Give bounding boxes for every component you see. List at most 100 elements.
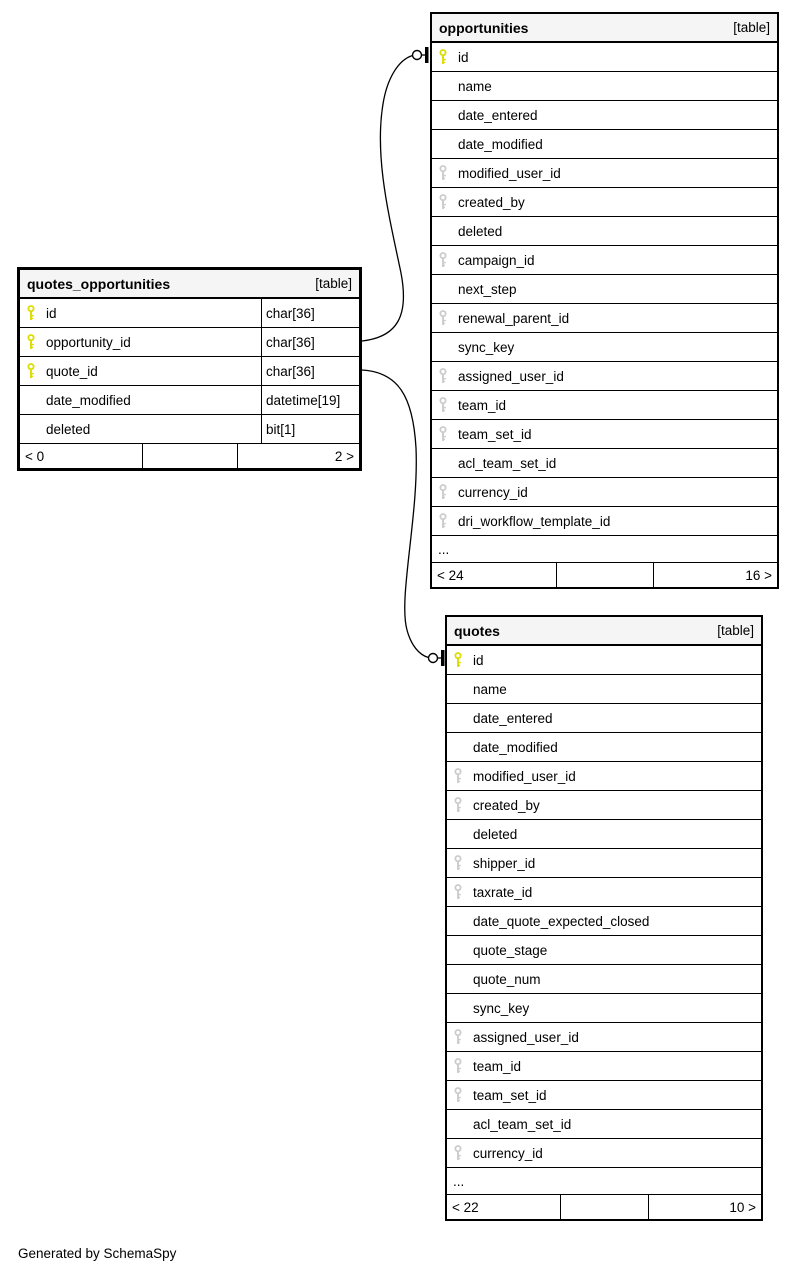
column-name: next_step xyxy=(458,281,517,297)
column-name: modified_user_id xyxy=(473,768,576,784)
column-type: char[36] xyxy=(261,328,359,356)
column-name: date_modified xyxy=(46,392,131,408)
column-row-renewal_parent_id: renewal_parent_id xyxy=(432,304,777,333)
foreign-key-icon xyxy=(438,368,458,384)
primary-key-icon xyxy=(438,49,458,65)
column-name: date_modified xyxy=(473,739,558,755)
column-name: quote_stage xyxy=(473,942,548,958)
foreign-key-icon xyxy=(438,484,458,500)
column-name: assigned_user_id xyxy=(473,1029,579,1045)
column-name: date_entered xyxy=(473,710,553,726)
table-quotes[interactable]: quotes [table] id name date_entered date_mo… xyxy=(445,615,763,1221)
column-name: taxrate_id xyxy=(473,884,533,900)
column-name: acl_team_set_id xyxy=(473,1116,572,1132)
column-row-date_quote_expected_closed: date_quote_expected_closed xyxy=(447,907,761,936)
column-name: sync_key xyxy=(473,1000,530,1016)
column-name: id xyxy=(473,652,484,668)
column-row-name: name xyxy=(432,72,777,101)
column-row-date_entered: date_entered xyxy=(432,101,777,130)
zero-or-one-marker xyxy=(427,652,439,664)
column-name: name xyxy=(473,681,507,697)
column-row-modified_user_id: modified_user_id xyxy=(447,762,761,791)
foreign-key-icon xyxy=(453,797,473,813)
column-name: team_id xyxy=(458,397,507,413)
zero-or-one-marker xyxy=(411,49,423,61)
table-title[interactable]: quotes_opportunities xyxy=(27,275,171,292)
column-row-quote_num: quote_num xyxy=(447,965,761,994)
column-row-shipper_id: shipper_id xyxy=(447,849,761,878)
column-row-date_modified: date_modified xyxy=(432,130,777,159)
foreign-key-icon xyxy=(453,1087,473,1103)
primary-key-icon xyxy=(26,363,46,379)
column-name: date_quote_expected_closed xyxy=(473,913,650,929)
column-row-id: id xyxy=(447,646,761,675)
column-name: currency_id xyxy=(458,484,528,500)
footer-right: 16 > xyxy=(652,563,777,587)
column-row-sync_key: sync_key xyxy=(447,994,761,1023)
relationship-quote-id xyxy=(361,369,429,659)
column-row-date_entered: date_entered xyxy=(447,704,761,733)
column-row-acl_team_set_id: acl_team_set_id xyxy=(447,1110,761,1139)
column-name: renewal_parent_id xyxy=(458,310,570,326)
column-row-taxrate_id: taxrate_id xyxy=(447,878,761,907)
column-row-team_id: team_id xyxy=(447,1052,761,1081)
foreign-key-icon xyxy=(453,1145,473,1161)
column-name: team_set_id xyxy=(458,426,532,442)
one-marker-bar xyxy=(441,650,445,666)
column-row-team_set_id: team_set_id xyxy=(447,1081,761,1110)
footer-right: 2 > xyxy=(236,444,359,468)
column-row-created_by: created_by xyxy=(447,791,761,820)
foreign-key-icon xyxy=(438,397,458,413)
foreign-key-icon xyxy=(438,252,458,268)
footer-middle xyxy=(142,444,237,468)
foreign-key-icon xyxy=(438,310,458,326)
column-name: team_set_id xyxy=(473,1087,547,1103)
column-name: deleted xyxy=(458,223,503,239)
column-type: char[36] xyxy=(261,357,359,385)
table-header[interactable]: opportunities [table] xyxy=(432,14,777,43)
column-row-acl_team_set_id: acl_team_set_id xyxy=(432,449,777,478)
table-header[interactable]: quotes_opportunities [table] xyxy=(20,270,359,299)
table-footer: < 24 16 > xyxy=(432,563,777,587)
foreign-key-icon xyxy=(438,513,458,529)
table-title[interactable]: quotes xyxy=(454,622,500,639)
column-name: quote_id xyxy=(46,363,98,379)
column-name: date_entered xyxy=(458,107,538,123)
column-row-date_modified: date_modified xyxy=(447,733,761,762)
footer-left: < 0 xyxy=(25,448,45,464)
table-title[interactable]: opportunities xyxy=(439,19,529,36)
column-name: sync_key xyxy=(458,339,515,355)
column-row-name: name xyxy=(447,675,761,704)
column-name: name xyxy=(458,78,492,94)
column-type: datetime[19] xyxy=(261,386,359,414)
table-footer: < 22 10 > xyxy=(447,1195,761,1219)
one-marker-bar xyxy=(425,47,429,63)
column-name: date_modified xyxy=(458,136,543,152)
column-row-currency_id: currency_id xyxy=(447,1139,761,1168)
table-tag: [table] xyxy=(733,20,770,35)
table-tag: [table] xyxy=(315,276,352,291)
column-name: acl_team_set_id xyxy=(458,455,557,471)
column-row-deleted: deleted xyxy=(447,820,761,849)
table-tag: [table] xyxy=(717,623,754,638)
primary-key-icon xyxy=(26,305,46,321)
column-row-created_by: created_by xyxy=(432,188,777,217)
column-row-deleted: deleted xyxy=(432,217,777,246)
footer-middle xyxy=(560,1195,648,1219)
column-name: created_by xyxy=(473,797,540,813)
column-name: created_by xyxy=(458,194,525,210)
column-row-assigned_user_id: assigned_user_id xyxy=(447,1023,761,1052)
more-columns-row: ... xyxy=(432,536,777,563)
table-header[interactable]: quotes [table] xyxy=(447,617,761,646)
column-row-quote_stage: quote_stage xyxy=(447,936,761,965)
column-name: currency_id xyxy=(473,1145,543,1161)
column-type: char[36] xyxy=(261,299,359,327)
